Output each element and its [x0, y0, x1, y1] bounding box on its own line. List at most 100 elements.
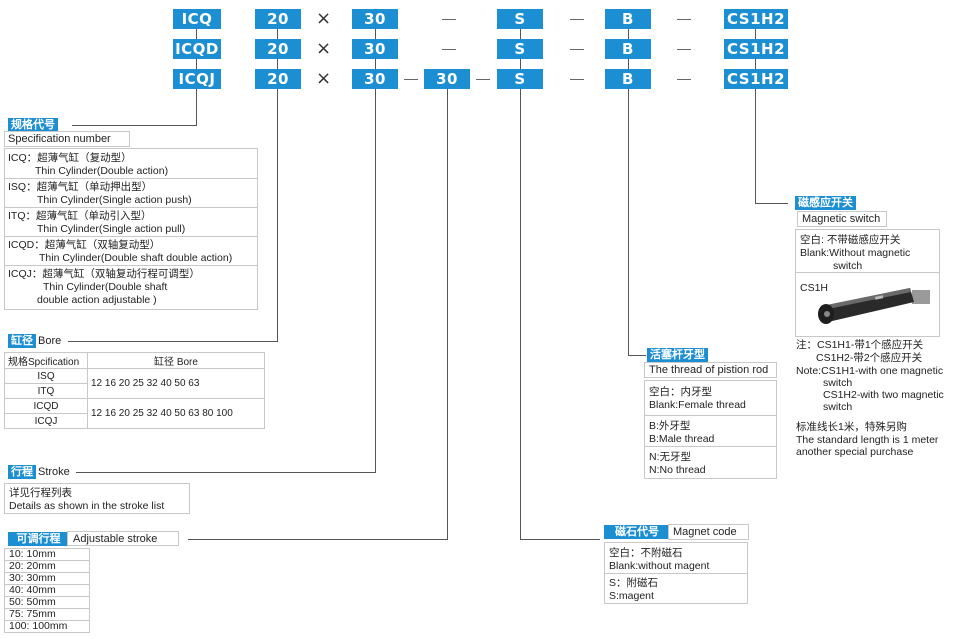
- switch-title-box: Magnetic switch: [797, 211, 887, 227]
- spec-title: Specification number: [8, 133, 111, 145]
- switch-title: Magnetic switch: [802, 213, 881, 225]
- adjustable-list: 10: 10mm 20: 20mm 30: 30mm 40: 40mm 50: …: [4, 548, 90, 633]
- leader-line: [755, 89, 756, 203]
- magnet-title-box: Magnet code: [668, 524, 749, 540]
- leader-line: [755, 203, 788, 204]
- leader-line: [68, 341, 278, 342]
- thread-title-box: The thread of pistion rod: [644, 362, 777, 378]
- stroke-box: 详见行程列表 Details as shown in the stroke li…: [4, 483, 190, 514]
- sensor-image: [818, 288, 930, 324]
- list-item: 100: 100mm: [9, 620, 68, 632]
- code-thread: B: [605, 9, 651, 29]
- code-adjustable: 30: [424, 69, 470, 89]
- code-stroke: 30: [352, 39, 398, 59]
- list-item: 75: 75mm: [5, 609, 89, 621]
- connector: [520, 29, 521, 39]
- bore-title: Bore: [38, 335, 62, 347]
- bore-header-bore: 缸径 Bore: [87, 352, 265, 369]
- leader-line: [520, 539, 600, 540]
- bore-table: 规格Spcification 缸径 Bore ISQ 12 16 20 25 3…: [4, 352, 265, 429]
- code-magnet: S: [497, 69, 543, 89]
- code-switch: CS1H2: [724, 69, 788, 89]
- list-item: 空白: 不带磁感应开关 Blank:Without magnetic switc…: [796, 230, 939, 273]
- list-item: ITQ：超薄气缸（单动引入型） Thin Cylinder(Single act…: [5, 208, 257, 237]
- code-magnet: S: [497, 39, 543, 59]
- magnet-title: Magnet code: [673, 526, 737, 538]
- thread-title: The thread of pistion rod: [649, 364, 769, 376]
- dash: [677, 79, 691, 80]
- list-item: N:无牙型 N:No thread: [649, 451, 706, 476]
- list-item: 空白：内牙型 Blank:Female thread: [645, 381, 776, 416]
- code-stroke: 30: [352, 9, 398, 29]
- list-item: 50: 50mm: [5, 597, 89, 609]
- list-item: 10: 10mm: [5, 549, 89, 561]
- connector: [196, 59, 197, 69]
- connector: [628, 59, 629, 69]
- stroke-title: Stroke: [38, 466, 70, 478]
- list-item: 30: 30mm: [5, 573, 89, 585]
- leader-line: [628, 355, 646, 356]
- leader-line: [196, 89, 197, 125]
- connector: [628, 29, 629, 39]
- code-stroke: 30: [352, 69, 398, 89]
- thread-tag: 活塞杆牙型: [647, 348, 708, 362]
- list-item: B:外牙型 B:Male thread: [645, 416, 776, 447]
- dash: [677, 19, 691, 20]
- list-item: ISQ：超薄气缸（单动押出型） Thin Cylinder(Single act…: [5, 179, 257, 208]
- bore-tag: 缸径: [8, 334, 36, 348]
- connector: [277, 29, 278, 39]
- dash: [442, 19, 456, 20]
- adjustable-tag: 可调行程: [8, 532, 69, 546]
- switch-tag: 磁感应开关: [795, 196, 856, 210]
- list-item: S：附磁石 S:magent: [609, 577, 659, 602]
- std-length-cn: 标准线长1米，特殊另购: [796, 421, 907, 433]
- spec-list: ICQ：超薄气缸（复动型） Thin Cylinder(Double actio…: [4, 148, 258, 310]
- code-bore: 20: [255, 9, 301, 29]
- leader-line: [375, 89, 376, 472]
- connector: [755, 29, 756, 39]
- list-item: ICQ：超薄气缸（复动型） Thin Cylinder(Double actio…: [5, 149, 257, 179]
- code-model: ICQJ: [173, 69, 221, 89]
- list-item: 40: 40mm: [5, 585, 89, 597]
- list-item: ICQD：超薄气缸（双轴复动型） Thin Cylinder(Double sh…: [5, 237, 257, 266]
- code-model: ICQD: [173, 39, 221, 59]
- bore-sizes: 12 16 20 25 32 40 50 63 80 100: [87, 398, 265, 429]
- connector: [755, 59, 756, 69]
- stroke-tag: 行程: [8, 465, 36, 479]
- thread-list: 空白：内牙型 Blank:Female thread B:外牙型 B:Male …: [644, 380, 777, 479]
- leader-line: [520, 89, 521, 539]
- table-row: ICQD 12 16 20 25 32 40 50 63 80 100: [4, 398, 265, 429]
- list-item: ICQJ：超薄气缸（双轴复动行程可调型） Thin Cylinder(Doubl…: [8, 268, 200, 306]
- dash: [570, 19, 584, 20]
- leader-line: [447, 89, 448, 539]
- connector: [520, 59, 521, 69]
- dash: [404, 79, 418, 80]
- magnet-tag: 磁石代号: [604, 525, 670, 539]
- dash: [677, 49, 691, 50]
- table-row: 规格Spcification 缸径 Bore: [4, 352, 265, 369]
- connector: [196, 29, 197, 39]
- dash: [476, 79, 490, 80]
- leader-line: [277, 89, 278, 341]
- table-row: ICQJ: [4, 413, 265, 429]
- spec-title-box: Specification number: [4, 131, 130, 147]
- leader-line: [188, 539, 448, 540]
- code-thread: B: [605, 39, 651, 59]
- leader-line: [76, 472, 376, 473]
- magnet-list: 空白：不附磁石 Blank:without magent S：附磁石 S:mag…: [604, 542, 748, 604]
- list-item: 20: 20mm: [5, 561, 89, 573]
- std-length-en2: another special purchase: [796, 446, 914, 458]
- connector: [375, 59, 376, 69]
- list-item: 空白：不附磁石 Blank:without magent: [605, 543, 747, 574]
- spec-tag: 规格代号: [8, 118, 58, 132]
- code-switch: CS1H2: [724, 39, 788, 59]
- bore-sizes: 12 16 20 25 32 40 50 63: [87, 368, 265, 399]
- connector: [277, 59, 278, 69]
- std-length-en: The standard length is 1 meter: [796, 434, 939, 446]
- dash: [442, 49, 456, 50]
- code-bore: 20: [255, 69, 301, 89]
- dash: [570, 49, 584, 50]
- bore-header-spec: 规格Spcification: [4, 352, 88, 369]
- adjustable-title-box: Adjustable stroke: [67, 531, 179, 546]
- code-thread: B: [605, 69, 651, 89]
